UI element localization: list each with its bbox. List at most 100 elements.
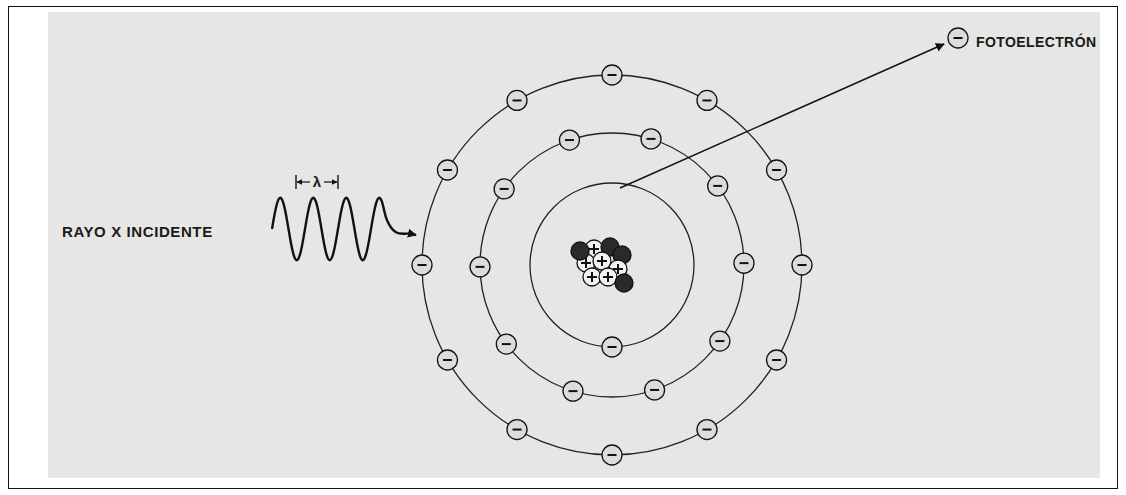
- minus-sign: [954, 37, 963, 39]
- electron-circle: [494, 179, 514, 199]
- electron-circle: [710, 331, 730, 351]
- electron-symbol: [437, 160, 457, 180]
- minus-sign: [502, 343, 511, 345]
- electron-circle: [559, 130, 579, 150]
- nucleon-circle: [615, 274, 633, 292]
- plus-sign: [587, 272, 597, 282]
- x-ray-wave: [272, 198, 416, 260]
- electron-circle: [602, 65, 622, 85]
- electron-circle: [507, 420, 527, 440]
- minus-sign: [650, 389, 659, 391]
- orbit: [480, 133, 744, 397]
- minus-sign: [513, 429, 522, 431]
- electron-symbol: [602, 65, 622, 85]
- minus-sign: [608, 74, 617, 76]
- electron-symbol: [708, 176, 728, 196]
- electron-symbol: [507, 90, 527, 110]
- minus-sign: [739, 262, 748, 264]
- electron-symbol: [507, 420, 527, 440]
- plus-sign: [603, 272, 613, 282]
- electron-circle: [496, 334, 516, 354]
- minus-sign: [608, 454, 617, 456]
- figure-ground: [48, 12, 1100, 478]
- electron-circle: [708, 176, 728, 196]
- minus-sign: [715, 340, 724, 342]
- plus-sign: [597, 256, 607, 266]
- minus-sign: [608, 346, 617, 348]
- wavelength-arrow: [297, 181, 310, 182]
- electron-symbol: [697, 420, 717, 440]
- electron-symbol: [412, 255, 432, 275]
- minus-sign: [772, 359, 781, 361]
- electron-circle: [563, 381, 583, 401]
- electron-symbol: [494, 179, 514, 199]
- electron-symbol: [792, 255, 812, 275]
- minus-sign: [476, 266, 485, 268]
- nucleon-circle: [599, 268, 617, 286]
- electron-circle: [437, 350, 457, 370]
- minus-sign: [565, 139, 574, 141]
- photoelectron-path: [620, 44, 944, 188]
- photoelectron-label: FOTOELECTRÓN: [976, 34, 1096, 50]
- electron-symbol: [602, 445, 622, 465]
- nucleon: [593, 252, 611, 270]
- electron-circle: [507, 90, 527, 110]
- minus-sign: [713, 185, 722, 187]
- minus-sign: [703, 429, 712, 431]
- electron-symbol: [645, 380, 665, 400]
- electron-symbol: [710, 331, 730, 351]
- electron-circle: [641, 129, 661, 149]
- electron-symbol: [559, 130, 579, 150]
- electron-circle: [412, 255, 432, 275]
- minus-sign: [500, 188, 509, 190]
- electron-symbol: [563, 381, 583, 401]
- electron-symbol: [496, 334, 516, 354]
- orbit: [530, 183, 694, 347]
- electron-circle: [792, 255, 812, 275]
- nucleus: [571, 238, 633, 292]
- electron-circle: [697, 90, 717, 110]
- electron-symbol: [437, 350, 457, 370]
- electrons: [412, 28, 968, 465]
- wavelength-label: λ: [313, 173, 321, 190]
- minus-sign: [443, 169, 452, 171]
- electron-circle: [470, 257, 490, 277]
- electron-circle: [734, 253, 754, 273]
- electron-symbol: [948, 28, 968, 48]
- electron-symbol: [602, 337, 622, 357]
- minus-sign: [443, 359, 452, 361]
- minus-sign: [568, 390, 577, 392]
- nucleon: [599, 268, 617, 286]
- nucleon: [615, 274, 633, 292]
- nucleon-circle: [583, 268, 601, 286]
- electron-circle: [602, 337, 622, 357]
- electron-circle: [767, 350, 787, 370]
- electron-circle: [645, 380, 665, 400]
- electron-circle: [602, 445, 622, 465]
- minus-sign: [772, 169, 781, 171]
- electron-circle: [767, 160, 787, 180]
- outer-frame: [9, 7, 1118, 489]
- nucleon: [583, 268, 601, 286]
- electron-symbol: [767, 350, 787, 370]
- electron-circle: [948, 28, 968, 48]
- nucleon: [571, 242, 589, 260]
- electron-symbol: [641, 129, 661, 149]
- minus-sign: [418, 264, 427, 266]
- wavelength-arrow: [324, 181, 337, 182]
- electron-symbol: [470, 257, 490, 277]
- electron-circle: [697, 420, 717, 440]
- minus-sign: [647, 138, 656, 140]
- minus-sign: [513, 99, 522, 101]
- electron-circle: [437, 160, 457, 180]
- electron-symbol: [767, 160, 787, 180]
- minus-sign: [798, 264, 807, 266]
- ray-label: RAYO X INCIDENTE: [62, 223, 213, 240]
- nucleon-circle: [571, 242, 589, 260]
- electron-symbol: [734, 253, 754, 273]
- electron-symbol: [697, 90, 717, 110]
- nucleon-circle: [593, 252, 611, 270]
- minus-sign: [703, 99, 712, 101]
